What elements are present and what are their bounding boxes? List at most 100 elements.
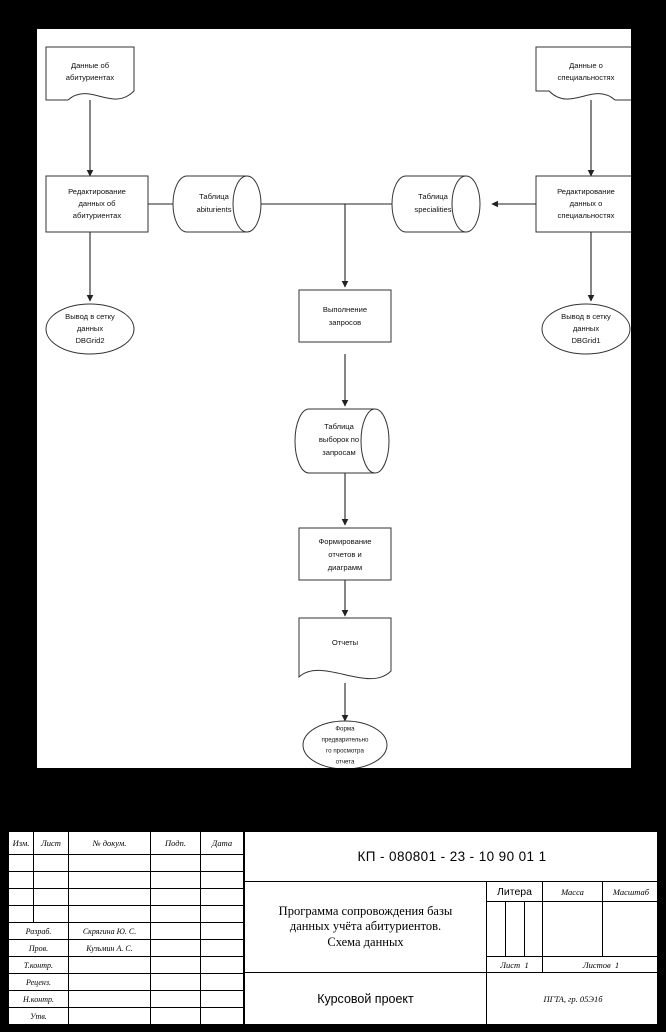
- role-data: [201, 991, 244, 1008]
- node-label: запросам: [322, 448, 356, 457]
- node-label: Вывод в сетку: [65, 312, 115, 321]
- node-label: го просмотра: [326, 748, 364, 755]
- node-label: Редактирование: [557, 187, 615, 196]
- massa-value: [542, 902, 602, 957]
- node-edit-specialities: Редактирование данных о специальностях: [535, 175, 631, 233]
- change-cell: [151, 855, 201, 872]
- node-label: abiturients: [196, 205, 231, 214]
- role-label: Пров.: [9, 940, 69, 957]
- role-podp: [151, 957, 201, 974]
- node-build-reports: Формирование отчетов и диаграмм: [298, 527, 392, 581]
- role-name: Кузьмин А. С.: [69, 940, 151, 957]
- node-label: данных: [573, 324, 599, 333]
- role-name: [69, 957, 151, 974]
- change-cell: [34, 889, 69, 906]
- role-label: Т.контр.: [9, 957, 69, 974]
- node-label: специальностях: [558, 73, 615, 82]
- role-data: [201, 1008, 244, 1025]
- role-name: [69, 1008, 151, 1025]
- change-cell: [151, 872, 201, 889]
- node-label: данных об: [79, 199, 117, 208]
- document-kind: Курсовой проект: [244, 973, 486, 1025]
- node-label: специальностях: [558, 211, 615, 220]
- litera-cell-3: [524, 902, 542, 957]
- header-list: Лист: [34, 832, 69, 855]
- node-label: Таблица: [418, 192, 449, 201]
- role-data: [201, 940, 244, 957]
- node-label: DBGrid2: [75, 336, 104, 345]
- role-label: Н.контр.: [9, 991, 69, 1008]
- role-data: [201, 957, 244, 974]
- node-label: DBGrid1: [571, 336, 600, 345]
- node-table-specialities: Таблица specialities: [391, 175, 481, 233]
- node-table-abiturients: Таблица abiturients: [172, 175, 262, 233]
- role-podp: [151, 991, 201, 1008]
- role-name: [69, 974, 151, 991]
- change-cell: [34, 872, 69, 889]
- change-cell: [201, 906, 244, 923]
- node-label: Вывод в сетку: [561, 312, 611, 321]
- header-izm: Изм.: [9, 832, 34, 855]
- document-number: КП - 080801 - 23 - 10 90 01 1: [244, 832, 659, 882]
- role-data: [201, 923, 244, 940]
- masshtab-header: Масштаб: [602, 882, 659, 902]
- role-podp: [151, 974, 201, 991]
- change-cell: [201, 872, 244, 889]
- node-label: Форма: [335, 726, 355, 733]
- change-cell: [151, 889, 201, 906]
- node-label: Таблица: [199, 192, 230, 201]
- node-label: Таблица: [324, 422, 355, 431]
- node-table-selections: Таблица выборок по запросам: [294, 408, 390, 474]
- header-data: Дата: [201, 832, 244, 855]
- node-label: абитуриентах: [73, 211, 122, 220]
- change-cell: [201, 855, 244, 872]
- list-cell: Лист 1: [486, 957, 542, 973]
- node-label: отчетов и: [328, 550, 361, 559]
- node-data-specialities: Данные о специальностях: [535, 46, 631, 101]
- role-label: Разраб.: [9, 923, 69, 940]
- node-label: данных о: [570, 199, 603, 208]
- change-cell: [34, 855, 69, 872]
- litera-cell-2: [505, 902, 524, 957]
- node-grid1-output: Вывод в сетку данных DBGrid1: [541, 303, 631, 355]
- program-title: Программа сопровождения базы данных учёт…: [244, 882, 486, 973]
- node-data-abiturients: Данные об абитуриентах: [45, 46, 135, 101]
- change-cell: [9, 855, 34, 872]
- node-label: Редактирование: [68, 187, 126, 196]
- node-label: Данные об: [71, 61, 110, 70]
- node-label: выборок по: [319, 435, 359, 444]
- node-label: данных: [77, 324, 103, 333]
- organization-cell: ПГТА, гр. 05Э1б: [486, 973, 659, 1025]
- change-cell: [34, 906, 69, 923]
- role-label: Реценз.: [9, 974, 69, 991]
- change-cell: [69, 872, 151, 889]
- node-edit-abiturients: Редактирование данных об абитуриентах: [45, 175, 149, 233]
- node-label: Выполнение: [323, 305, 367, 314]
- node-label: Данные о: [569, 61, 603, 70]
- role-name: Скрягина Ю. С.: [69, 923, 151, 940]
- node-label: Формирование: [319, 537, 372, 546]
- node-label: предварительно: [322, 737, 370, 744]
- node-preview-form: Форма предварительно го просмотра отчета: [302, 720, 388, 768]
- node-label: Отчеты: [332, 638, 358, 647]
- role-podp: [151, 1008, 201, 1025]
- header-docnum: № докум.: [69, 832, 151, 855]
- role-podp: [151, 940, 201, 957]
- change-cell: [201, 889, 244, 906]
- change-cell: [69, 906, 151, 923]
- role-podp: [151, 923, 201, 940]
- node-label: диаграмм: [328, 563, 363, 572]
- litera-header: Литера: [486, 882, 542, 902]
- change-cell: [69, 889, 151, 906]
- node-label: отчета: [336, 759, 355, 766]
- node-label: specialities: [414, 205, 451, 214]
- role-name: [69, 991, 151, 1008]
- diagram-svg: Данные об абитуриентах Редактирование да…: [45, 46, 631, 768]
- node-label: абитуриентах: [66, 73, 115, 82]
- node-label: запросов: [329, 318, 361, 327]
- role-data: [201, 974, 244, 991]
- node-reports: Отчеты: [298, 617, 392, 680]
- change-cell: [9, 872, 34, 889]
- change-cell: [69, 855, 151, 872]
- masshtab-value: [602, 902, 659, 957]
